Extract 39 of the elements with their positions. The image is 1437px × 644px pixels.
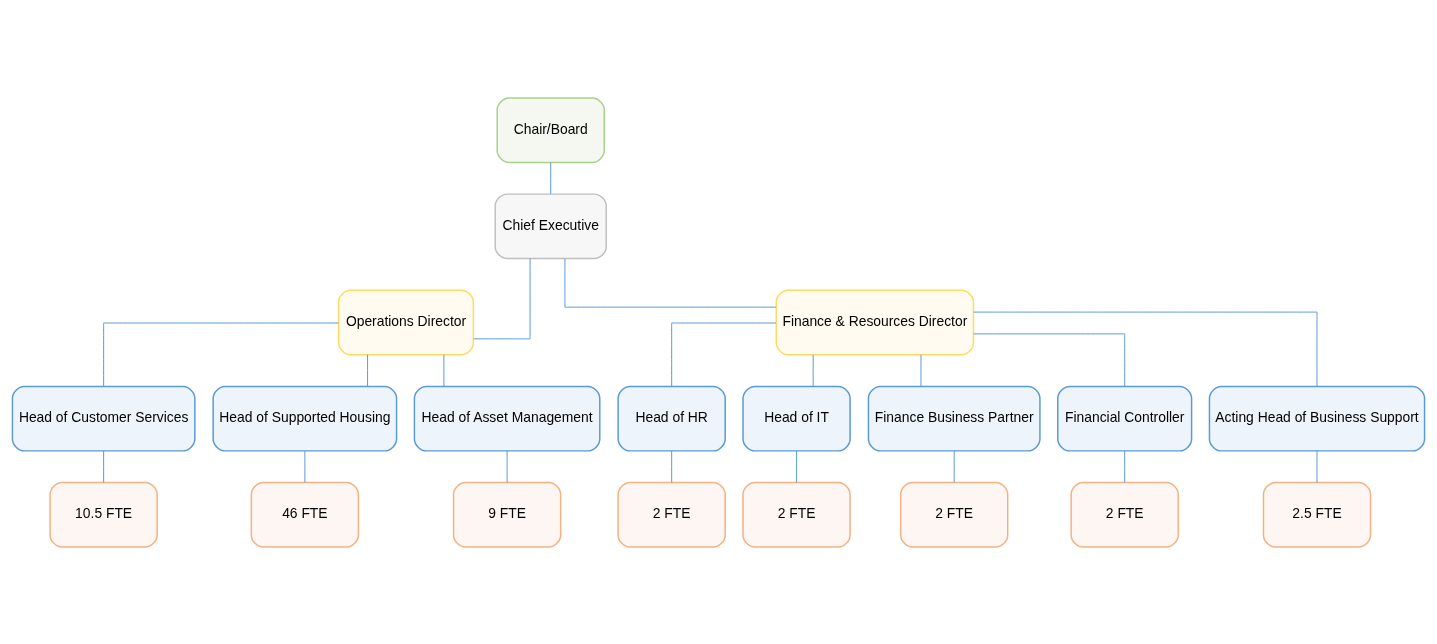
node-box: 2 FTE: [1070, 481, 1179, 548]
node-box: Acting Head of Business Support: [1208, 385, 1426, 452]
connector: [472, 257, 531, 339]
node-box: Finance Business Partner: [867, 385, 1041, 452]
connector: [103, 322, 339, 387]
node-box: 2 FTE: [617, 481, 726, 548]
connector: [973, 311, 1318, 387]
node-box: 2 FTE: [899, 481, 1009, 548]
connector: [564, 257, 777, 308]
connector: [103, 449, 105, 483]
node-box: Head of Supported Housing: [212, 385, 398, 452]
connector: [671, 449, 673, 483]
connector: [973, 332, 1126, 387]
connector: [443, 353, 445, 387]
connector: [796, 449, 798, 483]
connector: [671, 322, 777, 387]
node-box: Operations Director: [337, 289, 475, 355]
connector: [304, 449, 306, 483]
connector: [367, 353, 369, 387]
node-box: Finance & Resources Director: [775, 289, 975, 355]
connector: [550, 161, 552, 194]
node-box: 46 FTE: [250, 481, 360, 548]
connector: [953, 449, 955, 483]
node-box: Head of Asset Management: [413, 385, 601, 452]
node-box: Chair/Board: [496, 96, 605, 163]
node-box: 2.5 FTE: [1262, 481, 1372, 548]
node-box: Financial Controller: [1057, 385, 1193, 452]
node-box: Head of Customer Services: [11, 385, 196, 452]
node-box: 10.5 FTE: [49, 481, 158, 548]
node-box: 9 FTE: [452, 481, 562, 548]
node-box: 2 FTE: [742, 481, 851, 548]
connector: [920, 353, 922, 387]
node-box: Head of HR: [617, 385, 726, 452]
node-box: Head of IT: [742, 385, 851, 452]
connector: [1316, 449, 1318, 483]
connector: [1124, 449, 1126, 483]
connector: [812, 353, 814, 387]
node-box: Chief Executive: [494, 192, 607, 259]
connector: [506, 449, 508, 483]
